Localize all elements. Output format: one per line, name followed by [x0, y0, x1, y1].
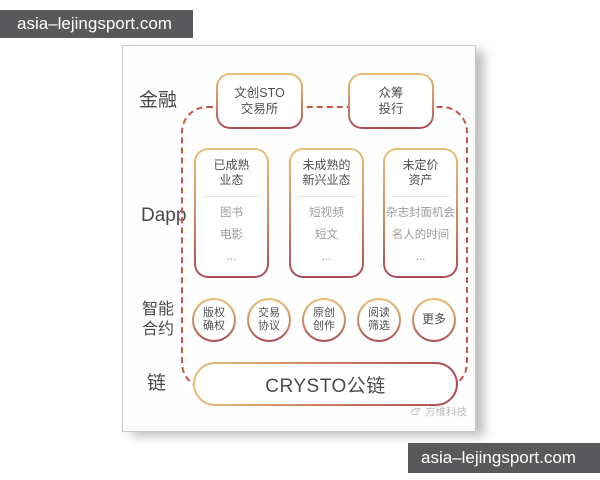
finance-box-line: 文创STO	[234, 86, 285, 100]
divider	[203, 196, 260, 197]
dapp-box-mature-inner: 已成熟 业态 图书 电影 ...	[196, 150, 267, 276]
dapp-item: 名人的时间	[391, 229, 450, 241]
dapp-item: ...	[321, 251, 332, 263]
layer-label-smart-contract-line2: 合约	[142, 321, 175, 338]
vendor-logo-icon	[409, 405, 422, 418]
dapp-item: 杂志封面机会	[386, 207, 455, 219]
finance-box-line: 交易所	[240, 102, 279, 116]
dapp-box-header: 未定价	[402, 158, 439, 172]
vendor-logo-text: 方维科技	[425, 406, 467, 418]
chain-pill-inner: CRYSTO公链	[195, 364, 456, 404]
diagram-card: 金融 Dapp 智能 合约 链 文创STO 交易所 众筹 投行 已成熟 业态	[122, 45, 476, 432]
finance-box-sto-exchange: 文创STO 交易所	[216, 73, 303, 129]
watermark-bottom: asia–lejingsport.com	[408, 443, 600, 473]
divider	[298, 196, 355, 197]
dapp-item: 短视频	[309, 207, 344, 219]
contract-circle-reading-filter: 阅读 筛选	[357, 298, 401, 342]
finance-box-line: 众筹	[378, 86, 404, 100]
divider	[392, 196, 449, 197]
contract-circle-copyright: 版权 确权	[192, 298, 236, 342]
dapp-box-header: 业态	[219, 173, 244, 187]
dapp-box-header: 新兴业态	[302, 173, 351, 187]
dapp-item: ...	[415, 251, 426, 263]
layer-label-smart-contract: 智能 合约	[142, 300, 174, 340]
dapp-box-unpriced: 未定价 资产 杂志封面机会 名人的时间 ...	[383, 148, 458, 278]
contract-circle-line: 版权	[203, 306, 225, 319]
vendor-logo: 方维科技	[409, 404, 467, 419]
dapp-box-header: 未成熟的	[302, 158, 351, 172]
contract-circle-line: 交易	[258, 306, 280, 319]
contract-circle-trade-protocol: 交易 协议	[247, 298, 291, 342]
finance-box-crowdfunding: 众筹 投行	[348, 73, 434, 129]
contract-circle-inner: 更多	[414, 300, 454, 340]
finance-box-line: 投行	[378, 102, 404, 116]
contract-circle-line: 确权	[203, 320, 225, 332]
finance-box-sto-exchange-inner: 文创STO 交易所	[218, 75, 301, 127]
chain-pill: CRYSTO公链	[193, 362, 458, 406]
contract-circle-more: 更多	[412, 298, 456, 342]
contract-circle-inner: 阅读 筛选	[359, 300, 399, 340]
dapp-box-unpriced-inner: 未定价 资产 杂志封面机会 名人的时间 ...	[385, 150, 456, 276]
contract-circle-line: 更多	[421, 312, 446, 327]
dapp-item: 短文	[315, 229, 338, 241]
dapp-item: 图书	[220, 207, 243, 219]
dapp-box-header: 已成熟	[213, 158, 250, 172]
dapp-box-mature: 已成熟 业态 图书 电影 ...	[194, 148, 269, 278]
dapp-box-emerging: 未成熟的 新兴业态 短视频 短文 ...	[289, 148, 364, 278]
layer-label-chain: 链	[147, 373, 167, 394]
chain-pill-label: CRYSTO公链	[265, 375, 386, 397]
contract-circle-inner: 交易 协议	[249, 300, 289, 340]
layer-label-finance: 金融	[139, 90, 178, 111]
contract-circle-line: 创作	[313, 320, 335, 332]
contract-circle-inner: 版权 确权	[194, 300, 234, 340]
contract-circle-line: 阅读	[368, 306, 390, 319]
dapp-item: ...	[226, 251, 237, 263]
layer-label-smart-contract-line1: 智能	[142, 301, 175, 318]
contract-circle-original-creation: 原创 创作	[302, 298, 346, 342]
dapp-box-emerging-inner: 未成熟的 新兴业态 短视频 短文 ...	[291, 150, 362, 276]
contract-circle-line: 筛选	[368, 320, 390, 332]
contract-circle-line: 原创	[313, 306, 335, 319]
watermark-top: asia–lejingsport.com	[0, 10, 193, 38]
finance-box-crowdfunding-inner: 众筹 投行	[350, 75, 432, 127]
contract-circle-inner: 原创 创作	[304, 300, 344, 340]
layer-label-dapp: Dapp	[141, 205, 187, 226]
dapp-item: 电影	[220, 229, 243, 241]
dapp-box-header: 资产	[408, 173, 433, 187]
contract-circle-line: 协议	[258, 320, 280, 332]
